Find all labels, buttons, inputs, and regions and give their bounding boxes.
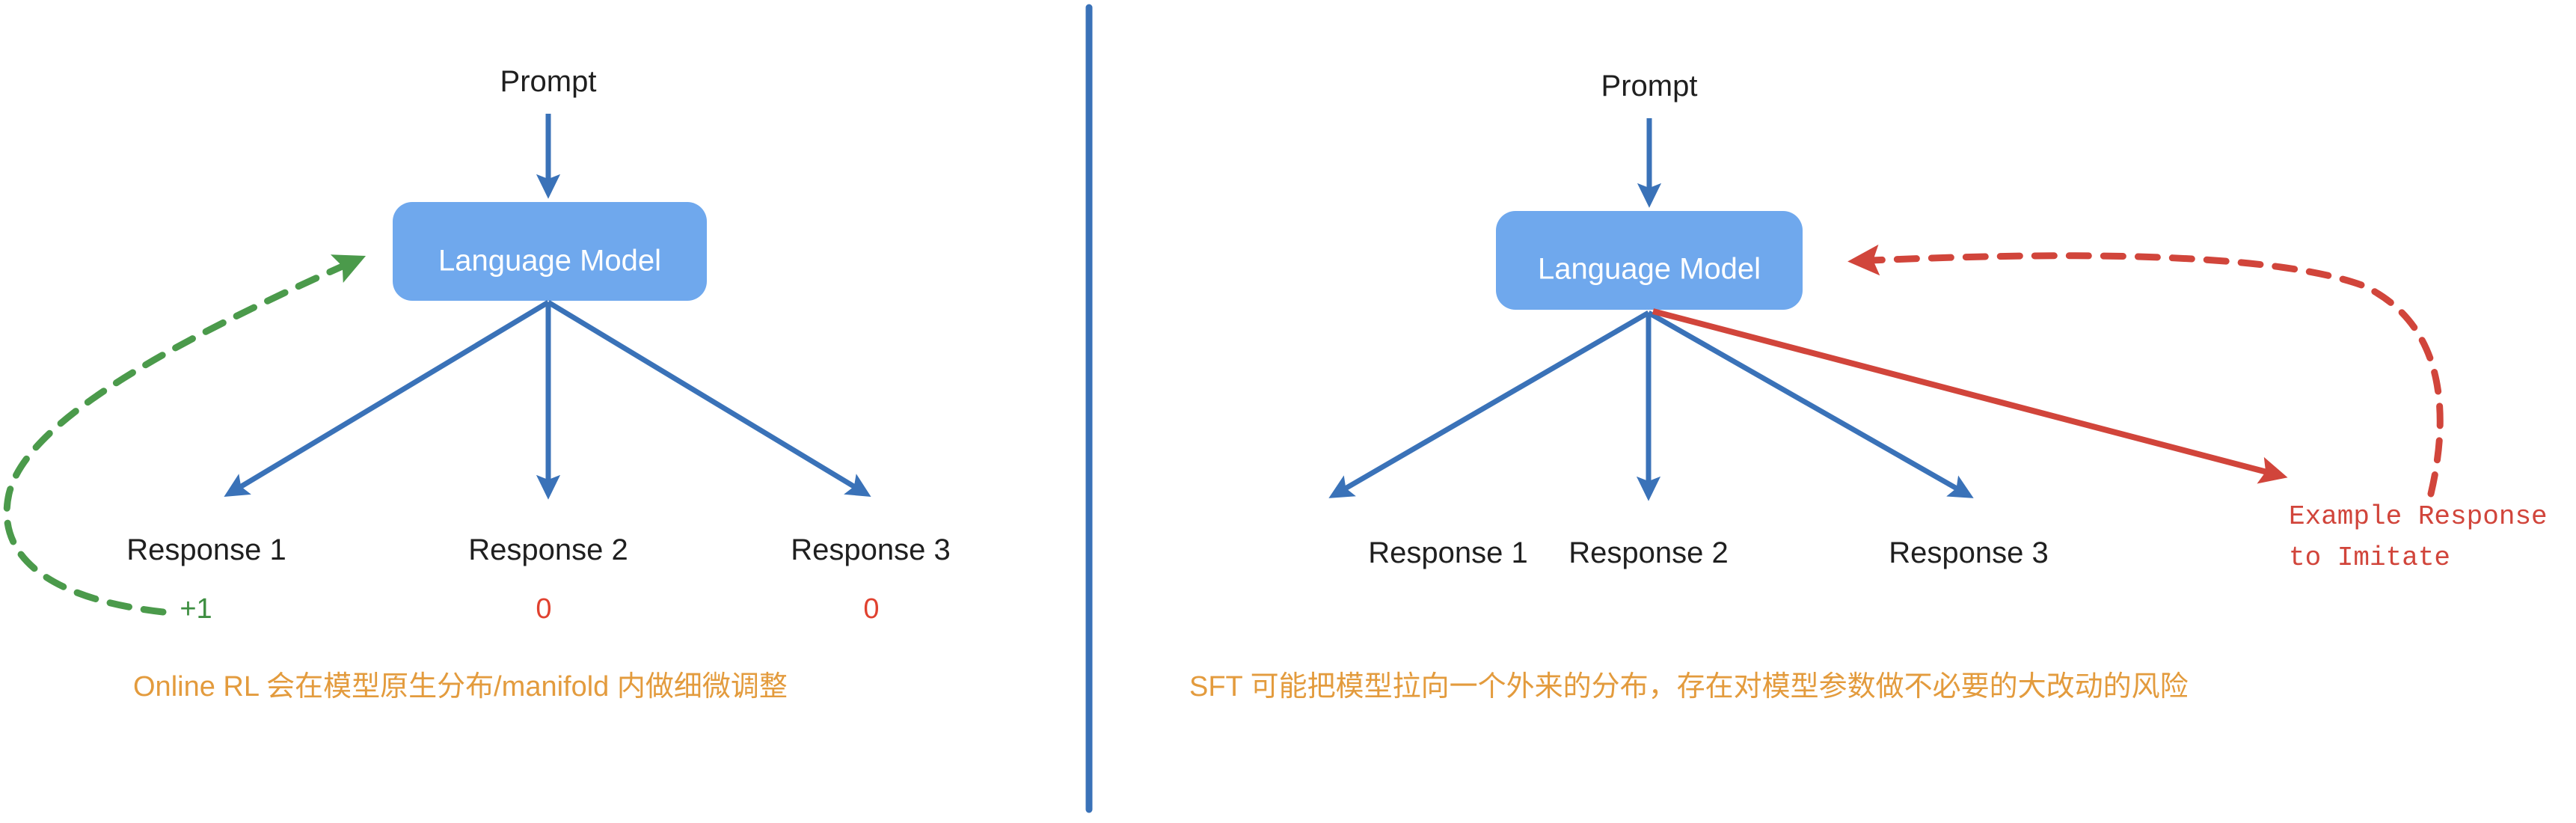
prompt-label-left: Prompt bbox=[500, 65, 597, 98]
prompt-label-right: Prompt bbox=[1601, 70, 1698, 103]
caption-online-rl: Online RL 会在模型原生分布/manifold 内做细微调整 bbox=[133, 671, 788, 703]
panel-online-rl: Prompt Language Model Response 1 Respons… bbox=[3, 65, 951, 625]
example-response-label-line1: Example Response bbox=[2289, 501, 2548, 532]
dashed-feedback-arrow-icon-green bbox=[3, 254, 367, 616]
reward-response-2: 0 bbox=[536, 593, 551, 625]
reward-response-1: +1 bbox=[180, 593, 212, 625]
dashed-feedback-arrow-icon-red bbox=[1847, 244, 2444, 498]
response-3-label-left: Response 3 bbox=[791, 533, 950, 566]
example-response-label-line2: to Imitate bbox=[2289, 542, 2450, 573]
language-model-node-left bbox=[393, 202, 707, 301]
caption-sft: SFT 可能把模型拉向一个外来的分布，存在对模型参数做不必要的大改动的风险 bbox=[1189, 671, 2189, 703]
response-3-label-right: Response 3 bbox=[1889, 536, 2048, 569]
response-1-label-right: Response 1 bbox=[1368, 536, 1527, 569]
model-to-response-1-arrow-left bbox=[224, 299, 550, 497]
language-model-node-right bbox=[1496, 211, 1803, 310]
panel-sft: Prompt Language Model Response 1 Respons… bbox=[1328, 70, 2548, 573]
language-model-label-left: Language Model bbox=[438, 245, 661, 278]
model-to-response-1-arrow-right bbox=[1328, 310, 1650, 498]
response-2-label-right: Response 2 bbox=[1568, 536, 1728, 569]
model-to-example-response-arrow bbox=[1652, 308, 2288, 484]
model-to-response-3-arrow-right bbox=[1647, 310, 1974, 498]
response-2-label-left: Response 2 bbox=[468, 533, 628, 566]
reward-response-3: 0 bbox=[863, 593, 879, 625]
model-to-response-3-arrow-left bbox=[547, 300, 871, 497]
language-model-label-right: Language Model bbox=[1538, 253, 1761, 286]
response-1-label-left: Response 1 bbox=[126, 533, 286, 566]
